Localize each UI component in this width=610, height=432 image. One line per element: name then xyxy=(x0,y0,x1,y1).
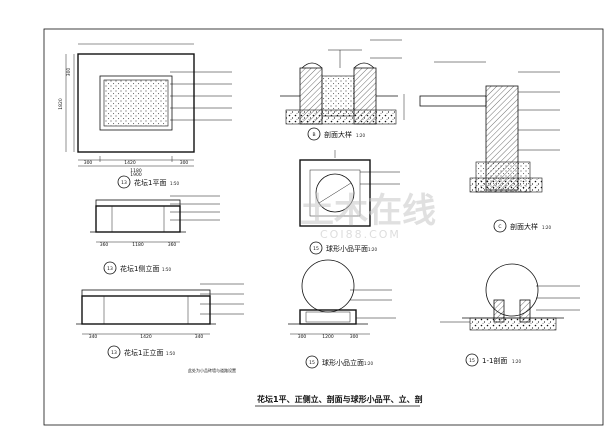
ball-dim-left: 300 xyxy=(298,334,307,340)
section-c-detail: C 剖面大样 1:20 xyxy=(403,61,560,233)
detail-scale: 1:50 xyxy=(162,267,171,272)
section-b-detail: B 剖面大样 1:20 xyxy=(280,39,402,141)
detail-scale: 1:50 xyxy=(170,181,179,186)
detail-scale: 1:20 xyxy=(512,359,521,364)
side-dim-right: 360 xyxy=(168,242,177,248)
sheet-note: 此处为小品砖墙与道路设置 xyxy=(188,367,236,373)
planter-side-detail: 360 1180 360 13 花坛1侧立面 1:50 xyxy=(90,195,220,275)
plan-dim-inner: 1180 xyxy=(130,168,142,174)
front-dim-right: 340 xyxy=(195,334,204,340)
side-dim-left: 360 xyxy=(100,242,109,248)
planter-plan-detail: 1420 1820 300 300 1180 300 1900 13 花坛1平面… xyxy=(58,43,232,189)
detail-scale: 1:20 xyxy=(542,225,551,230)
detail-number: 15 xyxy=(309,360,315,366)
sheet-title: 花坛1平、正侧立、剖面与球形小品平、立、剖 xyxy=(257,394,423,404)
plan-dim-width: 1420 xyxy=(124,160,136,166)
ball-section-detail: 15 1-1剖面 1:20 xyxy=(440,263,580,367)
detail-number: 15 xyxy=(469,358,475,364)
ball-plan-detail: 15 球形小品平面 1:20 xyxy=(299,150,400,255)
sheet-border xyxy=(43,28,604,426)
detail-caption: 剖面大样 xyxy=(324,130,352,139)
detail-number: 15 xyxy=(313,246,319,252)
detail-number: B xyxy=(312,132,315,138)
planter-front-detail: 340 1420 340 13 花坛1正立面 1:50 此处为小品砖墙与道路设置 xyxy=(76,283,244,373)
detail-caption: 球形小品立面 xyxy=(322,358,364,367)
detail-scale: 1:50 xyxy=(166,351,175,356)
watermark: 土木在线 xyxy=(300,191,436,231)
plan-dim-right: 300 xyxy=(180,160,189,166)
detail-scale: 1:20 xyxy=(356,133,365,138)
detail-caption: 球形小品平面 xyxy=(326,244,368,253)
detail-number: 13 xyxy=(121,180,127,186)
detail-number: 13 xyxy=(107,266,113,272)
detail-caption: 1-1剖面 xyxy=(482,356,507,365)
plan-dim-top: 300 xyxy=(66,68,72,77)
detail-marker xyxy=(117,175,131,189)
detail-number: C xyxy=(498,224,501,230)
detail-caption: 花坛1平面 xyxy=(134,178,166,187)
detail-scale: 1:20 xyxy=(368,247,377,252)
detail-scale: 1:20 xyxy=(364,361,373,366)
detail-number: 13 xyxy=(111,350,117,356)
detail-caption: 花坛1正立面 xyxy=(124,348,163,357)
front-dim-mid: 1420 xyxy=(140,334,152,340)
plan-dim-left: 300 xyxy=(84,160,93,166)
ball-dim-mid: 1200 xyxy=(322,334,334,340)
front-dim-left: 340 xyxy=(89,334,98,340)
ball-elevation-detail: 300 1200 300 15 球形小品立面 1:20 xyxy=(288,259,396,369)
detail-caption: 剖面大样 xyxy=(510,222,538,231)
watermark-sub: COI88.COM xyxy=(320,228,401,241)
plan-dim-height: 1820 xyxy=(58,98,64,110)
detail-caption: 花坛1侧立面 xyxy=(120,264,159,273)
side-dim-mid: 1180 xyxy=(132,242,144,248)
ball-dim-right: 300 xyxy=(350,334,359,340)
plan-dim-total: 1900 xyxy=(130,172,142,178)
